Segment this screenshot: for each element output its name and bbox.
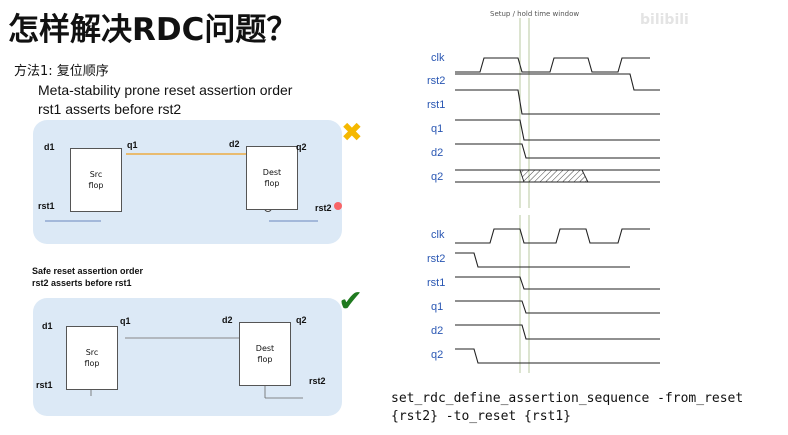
- wave-top-d2-label: d2: [431, 147, 444, 159]
- wave-top-rst2-label: rst2: [427, 75, 446, 87]
- wave-bottom-clk-label: clk: [431, 229, 445, 241]
- wave-bottom-rst2-label: rst2: [427, 253, 446, 265]
- command-line-2: {rst2} -to_reset {rst1}: [391, 409, 572, 424]
- slide-title: 怎样解决RDC问题？: [8, 12, 298, 48]
- wave-bottom-rst1-label: rst1: [427, 277, 446, 289]
- wave-top-q1-label: q1: [431, 123, 444, 135]
- safe-line-2: rst2 asserts before rst1: [32, 278, 132, 288]
- safe-line-1: Safe reset assertion order: [32, 266, 144, 276]
- top-rst1-label: rst1: [38, 201, 55, 211]
- method-heading: 方法1: 复位顺序: [14, 64, 109, 79]
- wave-bottom-d2-label: d2: [431, 325, 444, 337]
- top-q1-label: q1: [127, 140, 138, 150]
- wave-bottom-q1-label: q1: [431, 301, 444, 313]
- top-rst2-label: rst2: [315, 203, 332, 213]
- waveform-bottom: [455, 215, 660, 373]
- command-line-1: set_rdc_define_assertion_sequence -from_…: [391, 391, 744, 406]
- bottom-dest-flop-label: Dest flop: [255, 344, 275, 364]
- bottom-rst2-label: rst2: [309, 376, 326, 386]
- check-mark-icon: ✔: [338, 284, 364, 319]
- bottom-q2-label: q2: [296, 315, 307, 325]
- bottom-d1-label: d1: [42, 321, 53, 331]
- bottom-d2-label: d2: [222, 315, 233, 325]
- command-text: set_rdc_define_assertion_sequence -from_…: [391, 390, 743, 426]
- wave-top-q2-label: q2: [431, 171, 444, 183]
- top-src-flop: Src flop: [70, 148, 122, 212]
- top-d1-label: d1: [44, 142, 55, 152]
- wave-bottom-q2-label: q2: [431, 349, 444, 361]
- bottom-src-flop: Src flop: [66, 326, 118, 390]
- top-q2-label: q2: [296, 142, 307, 152]
- waveform-top: [455, 18, 660, 208]
- setup-hold-label: Setup / hold time window: [490, 10, 580, 18]
- bottom-dest-flop: Dest flop: [239, 322, 291, 386]
- top-src-flop-label: Src flop: [88, 170, 104, 190]
- desc-line-1: Meta-stability prone reset assertion ord…: [38, 82, 293, 98]
- bottom-q1-label: q1: [120, 316, 131, 326]
- wave-top-clk-label: clk: [431, 52, 445, 64]
- top-dest-flop-label: Dest flop: [262, 168, 282, 188]
- bottom-rst1-label: rst1: [36, 380, 53, 390]
- cross-mark-icon: ✖: [341, 118, 363, 148]
- bottom-src-flop-label: Src flop: [84, 348, 100, 368]
- desc-line-2: rst1 asserts before rst2: [38, 101, 182, 117]
- watermark: bilibili: [640, 12, 689, 28]
- top-d2-label: d2: [229, 139, 240, 149]
- wave-top-rst1-label: rst1: [427, 99, 446, 111]
- top-dest-flop: Dest flop: [246, 146, 298, 210]
